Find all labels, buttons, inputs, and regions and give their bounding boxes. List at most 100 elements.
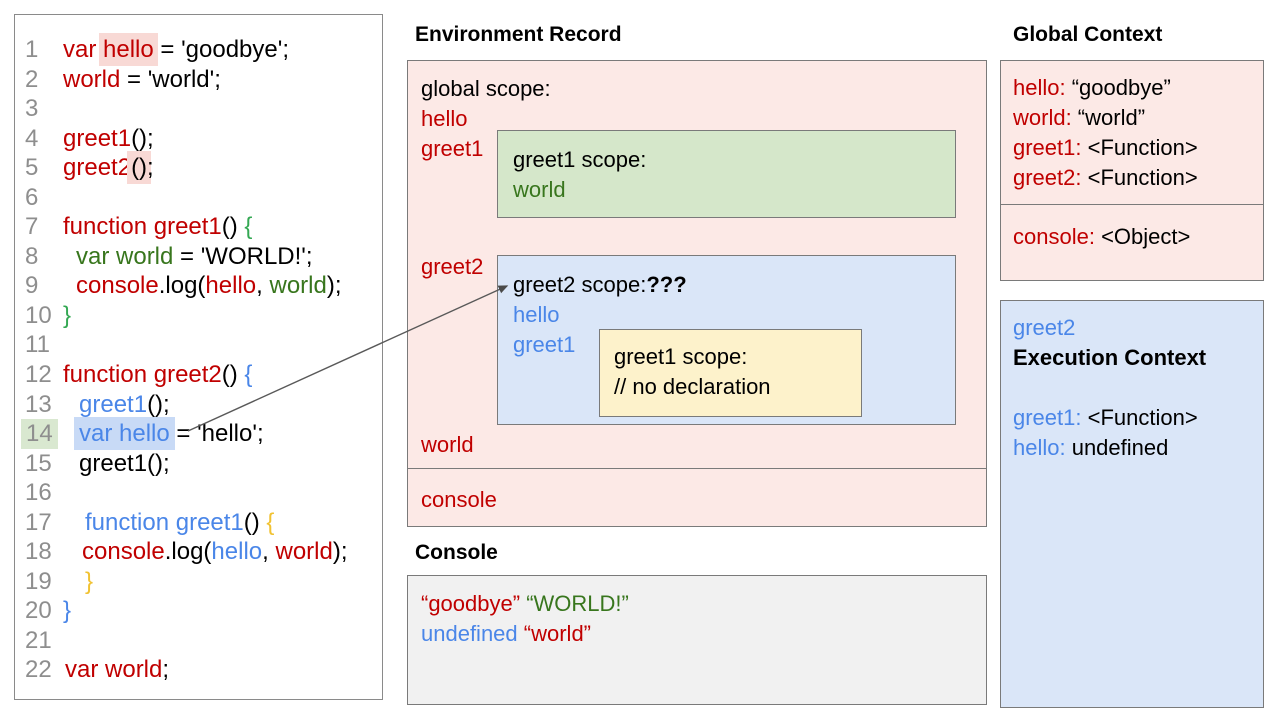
token: console bbox=[76, 272, 159, 300]
token: ); bbox=[326, 272, 342, 300]
token: “WORLD!” bbox=[526, 591, 629, 616]
line-number: 21 bbox=[25, 626, 52, 654]
env-var-console: console bbox=[421, 486, 497, 512]
token: “goodbye” bbox=[1065, 75, 1171, 100]
line-number: 13 bbox=[25, 390, 52, 418]
line-number: 6 bbox=[25, 183, 39, 211]
token: <Object> bbox=[1094, 223, 1191, 249]
token: ; bbox=[147, 154, 154, 182]
line-number: 8 bbox=[25, 242, 39, 270]
inner-greet1-scope-box: greet1 scope: // no declaration bbox=[599, 329, 862, 417]
token: var world bbox=[76, 242, 174, 270]
token: () bbox=[243, 508, 260, 536]
line-number: 17 bbox=[25, 508, 52, 536]
greet2-scope-var-greet1: greet1 bbox=[513, 332, 576, 357]
global-context-heading: Global Context bbox=[1013, 23, 1163, 46]
greet2-scope-title: greet2 scope:??? bbox=[513, 270, 955, 300]
token: var world bbox=[65, 656, 163, 684]
greet1-scope-title: greet1 scope: bbox=[513, 147, 647, 172]
global-context-box: hello: “goodbye” world: “world” greet1: … bbox=[1000, 60, 1264, 205]
code-line: 6 bbox=[15, 183, 382, 213]
code-line: 3 bbox=[15, 94, 382, 124]
line-number: 4 bbox=[25, 124, 39, 152]
global-context-row: hello: “goodbye” bbox=[1013, 73, 1263, 103]
code-text: function greet1() { bbox=[63, 212, 252, 242]
token: } bbox=[63, 301, 72, 329]
code-text: greet1(); bbox=[63, 124, 154, 154]
token: console: bbox=[1013, 223, 1095, 249]
code-line: 17 function greet1() { bbox=[15, 508, 382, 538]
execution-context-title: Execution Context bbox=[1013, 345, 1207, 370]
token: (); bbox=[131, 124, 154, 152]
token: greet2: bbox=[1013, 165, 1082, 190]
line-number: 3 bbox=[25, 95, 39, 123]
token: { bbox=[237, 213, 253, 241]
code-text: var hello = 'hello'; bbox=[74, 417, 264, 451]
greet1-scope-var-world: world bbox=[513, 177, 566, 202]
token: , bbox=[256, 272, 270, 300]
greet2-scope-var-hello: hello bbox=[513, 302, 560, 327]
global-scope-label: global scope: bbox=[421, 76, 551, 101]
code-text: world = 'world'; bbox=[63, 65, 221, 95]
token: “world” bbox=[1071, 105, 1146, 130]
console-object-box: console: <Object> bbox=[1000, 203, 1264, 281]
execution-context-fn-name: greet2 bbox=[1013, 315, 1076, 340]
code-line: 20} bbox=[15, 596, 382, 626]
token: .log( bbox=[164, 538, 212, 566]
token: “world” bbox=[523, 621, 592, 646]
line-number: 5 bbox=[25, 154, 39, 182]
execution-context-row: greet1: <Function> bbox=[1013, 403, 1263, 433]
code-line: 8 var world = 'WORLD!'; bbox=[15, 242, 382, 272]
spacer bbox=[1013, 373, 1263, 403]
token: () bbox=[221, 213, 238, 241]
line-number: 1 bbox=[25, 36, 39, 63]
token: { bbox=[259, 508, 275, 536]
token: = 'WORLD!'; bbox=[173, 242, 313, 270]
line-number: 7 bbox=[25, 213, 39, 241]
token: function greet1 bbox=[63, 213, 222, 241]
code-line: 7 function greet1() { bbox=[15, 212, 382, 242]
token: world bbox=[269, 272, 327, 300]
token: greet1: bbox=[1013, 405, 1082, 430]
token: greet2 scope: bbox=[513, 272, 647, 297]
token: ); bbox=[332, 538, 348, 566]
token: hello: bbox=[1013, 435, 1066, 460]
token: greet1(); bbox=[79, 449, 170, 477]
line-number: 9 bbox=[25, 272, 39, 300]
token: function greet2 bbox=[63, 361, 222, 389]
token: greet1: bbox=[1013, 135, 1082, 160]
code-line: 4 greet1(); bbox=[15, 124, 382, 154]
token: = 'goodbye'; bbox=[153, 36, 290, 63]
inner-greet1-scope-title: greet1 scope: bbox=[614, 344, 748, 369]
global-context-row: greet2: <Function> bbox=[1013, 163, 1263, 193]
line-number: 11 bbox=[25, 331, 50, 359]
console-output-line: undefined “world” bbox=[421, 619, 986, 649]
token: world: bbox=[1013, 105, 1072, 130]
token: } bbox=[63, 597, 72, 625]
token: <Function> bbox=[1081, 165, 1198, 190]
token: world bbox=[63, 65, 121, 93]
token: function greet1 bbox=[85, 508, 244, 536]
token: hello bbox=[99, 33, 158, 66]
code-text: function greet1() { bbox=[85, 508, 274, 538]
line-number: 14 bbox=[21, 419, 58, 449]
console-heading: Console bbox=[415, 541, 498, 564]
token: console bbox=[82, 538, 165, 566]
console-var-row: console bbox=[407, 467, 987, 527]
token: = 'world'; bbox=[120, 65, 221, 93]
line-number: 10 bbox=[25, 301, 52, 329]
code-text: var world; bbox=[65, 655, 169, 685]
execution-context-box: greet2 Execution Context greet1: <Functi… bbox=[1000, 300, 1264, 708]
line-number: 22 bbox=[25, 656, 52, 684]
token: world bbox=[275, 538, 333, 566]
token: greet2 bbox=[63, 154, 132, 182]
token: , bbox=[262, 538, 276, 566]
console-output-box: “goodbye” “WORLD!” undefined “world” bbox=[407, 575, 987, 705]
